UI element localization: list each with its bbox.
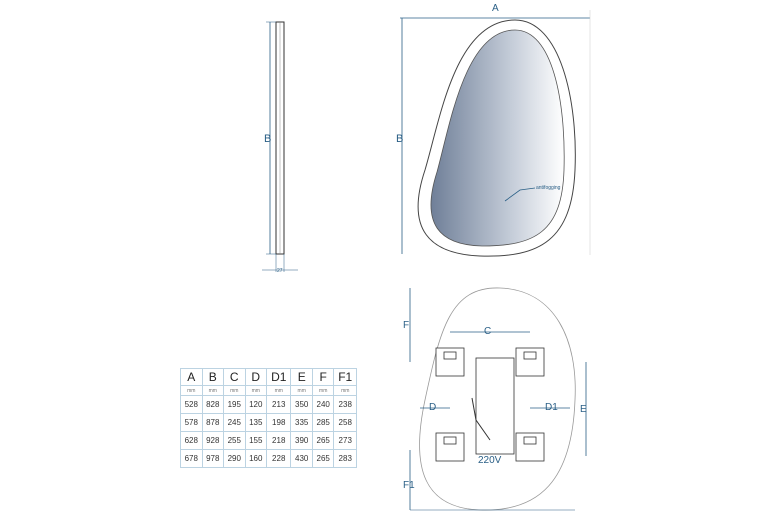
- table-cell: 285: [311, 413, 335, 432]
- table-cell: 828: [201, 395, 224, 414]
- side-height-label: B: [264, 133, 271, 145]
- table-cell: 228: [265, 449, 292, 468]
- unit-cell: mm: [180, 385, 203, 396]
- c-label: C: [484, 326, 491, 337]
- table-header: A: [180, 368, 203, 386]
- f-label: F: [403, 320, 409, 331]
- table-cell: 350: [290, 395, 313, 414]
- width-label: A: [492, 3, 499, 14]
- table-cell: 240: [311, 395, 335, 414]
- side-view: B 27: [262, 21, 298, 274]
- table-header: D1: [265, 368, 292, 386]
- front-view: A B antifogging: [396, 3, 591, 257]
- sensor-label: antifogging: [536, 185, 561, 191]
- d-label: D: [429, 402, 436, 413]
- height-label: B: [396, 133, 403, 145]
- mounting-brackets: [435, 347, 545, 462]
- table-cell: 390: [290, 431, 313, 450]
- table-cell: 290: [223, 449, 246, 468]
- unit-cell: mm: [223, 385, 246, 396]
- power-box: [475, 357, 515, 455]
- table-cell: 120: [244, 395, 267, 414]
- table-cell: 195: [223, 395, 246, 414]
- table-header: E: [290, 368, 313, 386]
- table-cell: 245: [223, 413, 246, 432]
- table-cell: 265: [311, 449, 335, 468]
- table-header: F: [311, 368, 335, 386]
- table-cell: 265: [311, 431, 335, 450]
- table-cell: 528: [180, 395, 203, 414]
- unit-cell: mm: [290, 385, 313, 396]
- table-header: F1: [333, 368, 357, 386]
- table-cell: 678: [180, 449, 203, 468]
- table-cell: 283: [333, 449, 357, 468]
- table-cell: 238: [333, 395, 357, 414]
- table-cell: 155: [244, 431, 267, 450]
- unit-cell: mm: [311, 385, 335, 396]
- table-cell: 198: [265, 413, 292, 432]
- table-cell: 258: [333, 413, 357, 432]
- table-cell: 255: [223, 431, 246, 450]
- unit-cell: mm: [244, 385, 267, 396]
- table-cell: 218: [265, 431, 292, 450]
- table-cell: 335: [290, 413, 313, 432]
- table-cell: 273: [333, 431, 357, 450]
- table-cell: 928: [201, 431, 224, 450]
- table-cell: 578: [180, 413, 203, 432]
- d1-label: D1: [545, 402, 558, 413]
- back-view: F F1 C E D D1 220V: [403, 287, 587, 511]
- unit-cell: mm: [201, 385, 224, 396]
- table-cell: 135: [244, 413, 267, 432]
- depth-label: 27: [277, 268, 283, 274]
- table-cell: 878: [201, 413, 224, 432]
- table-cell: 978: [201, 449, 224, 468]
- e-label: E: [580, 404, 587, 415]
- table-header: D: [244, 368, 267, 386]
- table-header: C: [223, 368, 246, 386]
- power-label: 220V: [478, 455, 502, 466]
- table-cell: 160: [244, 449, 267, 468]
- table-cell: 628: [180, 431, 203, 450]
- table-cell: 213: [265, 395, 292, 414]
- unit-cell: mm: [333, 385, 357, 396]
- f1-label: F1: [403, 480, 415, 491]
- table-header: B: [201, 368, 224, 386]
- unit-cell: mm: [265, 385, 292, 396]
- table-cell: 430: [290, 449, 313, 468]
